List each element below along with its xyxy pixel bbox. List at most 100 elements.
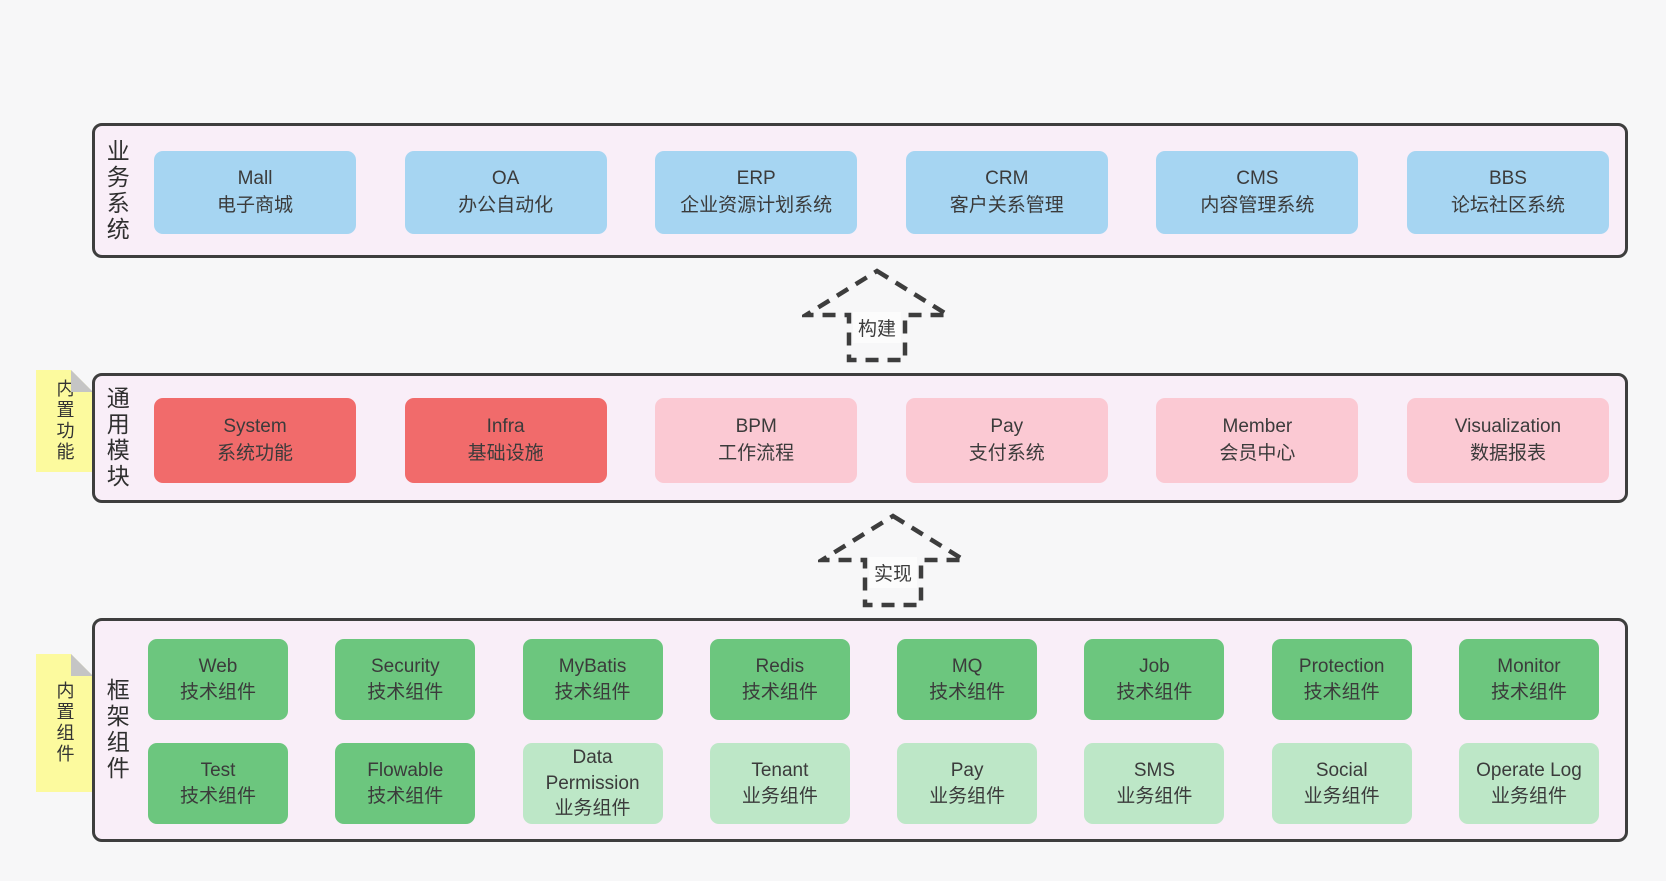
sticky-note-fold-icon	[71, 370, 93, 392]
panel-common-modules: 通用模块 System 系统功能 Infra 基础设施 BPM 工作流程 Pay…	[92, 373, 1628, 503]
box-title: Data Permission	[545, 747, 640, 794]
box-title: ERP	[736, 167, 776, 189]
box-subtitle: 内容管理系统	[1200, 194, 1315, 216]
framework-components-row-2: Test 技术组件 Flowable 技术组件 Data Permission …	[148, 743, 1599, 824]
box-infra: Infra 基础设施	[404, 398, 607, 483]
business-systems-row: Mall 电子商城 OA 办公自动化 ERP 企业资源计划系统 CRM 客户关系…	[154, 151, 1609, 234]
box-subtitle: 系统功能	[216, 442, 293, 464]
arrow-implement-label: 实现	[868, 557, 918, 588]
panel-business-systems-label: 业务系统	[103, 138, 130, 243]
arrow-implement: 实现	[818, 513, 968, 609]
box-cms: CMS 内容管理系统	[1156, 151, 1359, 234]
up-arrow-icon	[802, 268, 952, 363]
box-title: OA	[491, 167, 520, 189]
box-subtitle: 技术组件	[554, 681, 631, 703]
box-title: Monitor	[1497, 655, 1561, 677]
box-subtitle: 技术组件	[179, 681, 256, 703]
box-title: Social	[1315, 759, 1368, 781]
box-subtitle: 技术组件	[367, 785, 444, 807]
box-subtitle: 技术组件	[1490, 681, 1567, 703]
box-subtitle: 业务组件	[1116, 785, 1193, 807]
box-mybatis: MyBatis 技术组件	[522, 639, 663, 720]
box-oa: OA 办公自动化	[404, 151, 607, 234]
box-title: Web	[198, 655, 238, 677]
box-title: Test	[200, 759, 236, 781]
common-modules-row: System 系统功能 Infra 基础设施 BPM 工作流程 Pay 支付系统…	[154, 398, 1609, 483]
box-subtitle: 企业资源计划系统	[680, 194, 833, 216]
box-title: Pay	[990, 415, 1024, 437]
box-title: SMS	[1133, 759, 1175, 781]
box-subtitle: 支付系统	[968, 442, 1045, 464]
panel-framework-components: 框架组件 Web 技术组件 Security 技术组件 MyBatis 技术组件…	[92, 618, 1628, 842]
box-title: Redis	[755, 655, 805, 677]
box-subtitle: 业务组件	[741, 785, 818, 807]
box-mall: Mall 电子商城	[154, 151, 356, 234]
box-title: Job	[1139, 655, 1170, 677]
box-data-permission: Data Permission 业务组件	[522, 743, 663, 824]
box-member: Member 会员中心	[1156, 398, 1359, 483]
box-title: Mall	[237, 167, 273, 189]
sticky-note-built-in-components: 内置组件	[36, 654, 93, 792]
box-subtitle: 数据报表	[1469, 442, 1546, 464]
arrow-build-label: 构建	[852, 312, 902, 343]
box-title: Flowable	[367, 759, 444, 781]
box-bpm: BPM 工作流程	[655, 398, 858, 483]
box-subtitle: 办公自动化	[458, 194, 554, 216]
box-sms: SMS 业务组件	[1084, 743, 1225, 824]
box-erp: ERP 企业资源计划系统	[655, 151, 858, 234]
box-protection: Protection 技术组件	[1271, 639, 1412, 720]
box-subtitle: 基础设施	[467, 442, 544, 464]
box-subtitle: 客户关系管理	[949, 194, 1064, 216]
box-title: System	[223, 415, 287, 437]
box-crm: CRM 客户关系管理	[905, 151, 1108, 234]
box-system: System 系统功能	[154, 398, 356, 483]
box-subtitle: 技术组件	[929, 681, 1006, 703]
box-pay-component: Pay 业务组件	[897, 743, 1038, 824]
box-subtitle: 业务组件	[554, 798, 631, 820]
box-bbs: BBS 论坛社区系统	[1406, 151, 1609, 234]
box-title: Pay	[950, 759, 984, 781]
box-operate-log: Operate Log 业务组件	[1458, 743, 1599, 824]
box-title: Tenant	[751, 759, 809, 781]
up-arrow-icon	[818, 513, 968, 608]
sticky-note-fold-icon	[71, 654, 93, 676]
box-title: Member	[1222, 415, 1293, 437]
box-title: CMS	[1236, 167, 1279, 189]
box-subtitle: 技术组件	[1116, 681, 1193, 703]
arrow-build: 构建	[802, 268, 952, 364]
box-job: Job 技术组件	[1084, 639, 1225, 720]
box-monitor: Monitor 技术组件	[1458, 639, 1599, 720]
box-title: Visualization	[1454, 415, 1562, 437]
box-title: MQ	[951, 655, 983, 677]
box-title: CRM	[985, 167, 1029, 189]
box-visualization: Visualization 数据报表	[1406, 398, 1609, 483]
box-social: Social 业务组件	[1271, 743, 1412, 824]
panel-business-systems: 业务系统 Mall 电子商城 OA 办公自动化 ERP 企业资源计划系统 CRM…	[92, 123, 1628, 258]
box-title: MyBatis	[558, 655, 627, 677]
box-subtitle: 技术组件	[367, 681, 444, 703]
box-subtitle: 业务组件	[929, 785, 1006, 807]
panel-framework-components-label: 框架组件	[103, 678, 130, 782]
box-redis: Redis 技术组件	[709, 639, 850, 720]
box-subtitle: 技术组件	[1303, 681, 1380, 703]
box-tenant: Tenant 业务组件	[709, 743, 850, 824]
box-title: Protection	[1298, 655, 1385, 677]
box-subtitle: 会员中心	[1219, 442, 1296, 464]
box-subtitle: 业务组件	[1303, 785, 1380, 807]
box-pay-module: Pay 支付系统	[905, 398, 1108, 483]
box-mq: MQ 技术组件	[897, 639, 1038, 720]
panel-common-modules-label: 通用模块	[103, 386, 130, 490]
box-subtitle: 电子商城	[216, 194, 293, 216]
box-title: BPM	[735, 415, 777, 437]
box-flowable: Flowable 技术组件	[335, 743, 476, 824]
box-title: Infra	[486, 415, 525, 437]
box-web: Web 技术组件	[148, 639, 288, 720]
box-subtitle: 技术组件	[741, 681, 818, 703]
framework-components-row-1: Web 技术组件 Security 技术组件 MyBatis 技术组件 Redi…	[148, 639, 1599, 720]
box-title: Security	[370, 655, 440, 677]
box-subtitle: 业务组件	[1490, 785, 1567, 807]
box-security: Security 技术组件	[335, 639, 476, 720]
box-subtitle: 论坛社区系统	[1450, 194, 1565, 216]
box-test: Test 技术组件	[148, 743, 288, 824]
